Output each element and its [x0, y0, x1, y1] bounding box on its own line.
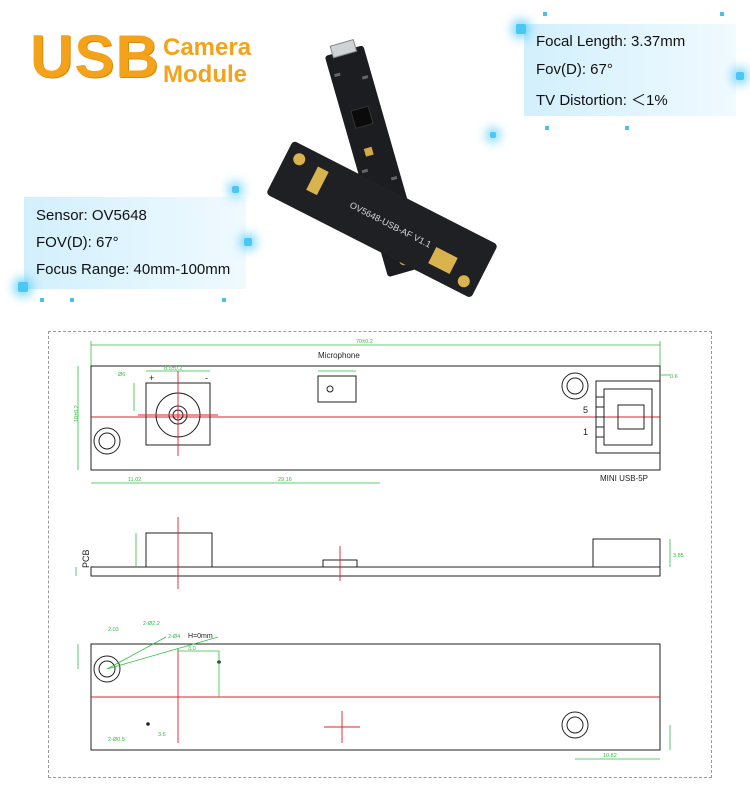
- label-minus: -: [205, 373, 208, 383]
- mini-usb-drawing: 5 1: [583, 380, 661, 454]
- svg-text:2-Ø0.5: 2-Ø0.5: [108, 737, 125, 743]
- dot-decor: [625, 126, 629, 130]
- svg-text:0.6: 0.6: [670, 374, 678, 380]
- svg-text:11.02: 11.02: [128, 477, 141, 483]
- spec-fov-right: Fov(D): 67°: [536, 61, 613, 78]
- mini-usb-port: [329, 39, 358, 59]
- glow-decor: [244, 238, 252, 246]
- label-mini-usb: MINI USB-5P: [600, 474, 648, 483]
- svg-text:2-Ø2.2: 2-Ø2.2: [143, 621, 160, 627]
- title-line-module: Module: [163, 61, 247, 88]
- spec-focal-length: Focal Length: 3.37mm: [536, 33, 686, 50]
- dot-decor: [40, 298, 44, 302]
- dot-decor: [222, 298, 226, 302]
- drawing-frame: [48, 331, 712, 778]
- spec-focus-range: Focus Range: 40mm-100mm: [36, 261, 231, 278]
- microphone-pad: [363, 146, 374, 157]
- dot-decor: [70, 298, 74, 302]
- pin-label-5: 5: [583, 405, 588, 415]
- label-h0: H=0mm: [188, 633, 213, 640]
- svg-text:3.0: 3.0: [188, 646, 196, 652]
- svg-text:2.03: 2.03: [108, 627, 119, 633]
- spec-fov-left: FOV(D): 67°: [36, 234, 119, 251]
- camera-side-outline: [145, 532, 213, 568]
- spec-sensor: Sensor: OV5648: [36, 207, 147, 224]
- spec-tv-distortion: TV Distortion: ＜1%: [536, 92, 668, 109]
- svg-text:10.82: 10.82: [603, 753, 617, 759]
- title-line-camera: Camera: [163, 34, 252, 61]
- glow-decor: [516, 24, 526, 34]
- side-view: PCB 3.85: [75, 517, 684, 589]
- dot-decor: [543, 12, 547, 16]
- usb-board-wide: OV5648-USB-AF V1.1: [267, 141, 497, 297]
- label-microphone: Microphone: [318, 351, 360, 360]
- svg-text:3.5: 3.5: [158, 732, 166, 738]
- usb-side-outline: [592, 538, 661, 568]
- spec-panel-right: Focal Length: 3.37mm Fov(D): 67° TV Dist…: [524, 24, 736, 116]
- bottom-view: 2.03 2-Ø2.2 2-Ø4 H=0mm 3.0 2-Ø0.5 3.5 10…: [77, 621, 671, 760]
- svg-text:3.85: 3.85: [673, 553, 684, 559]
- spec-panel-left: Sensor: OV5648 FOV(D): 67° Focus Range: …: [24, 197, 246, 289]
- svg-text:29.16: 29.16: [278, 477, 292, 483]
- svg-text:Ø6: Ø6: [118, 372, 125, 378]
- technical-drawing: .o { fill:none; stroke:#222; stroke-widt…: [74, 339, 684, 760]
- top-view: 70±0.2 Microphone 10±0.2 + - 8.5±0.2 Ø6: [74, 339, 678, 484]
- label-pcb: PCB: [81, 549, 91, 568]
- pin-label-1: 1: [583, 427, 588, 437]
- board-outline-top: [90, 365, 661, 471]
- svg-text:2-Ø4: 2-Ø4: [168, 634, 180, 640]
- dim-total-length: 70±0.2: [356, 339, 373, 345]
- title-usb: USB: [30, 23, 160, 90]
- title-subtitle: Camera Module: [163, 34, 251, 88]
- svg-text:10±0.2: 10±0.2: [74, 405, 80, 422]
- pcb-side-outline: [90, 566, 661, 577]
- dot-decor: [545, 126, 549, 130]
- dot-decor: [720, 12, 724, 16]
- glow-decor: [18, 282, 28, 292]
- glow-decor: [736, 72, 744, 80]
- svg-text:8.5±0.2: 8.5±0.2: [164, 366, 182, 372]
- glow-decor: [232, 186, 239, 193]
- microphone-outline: [317, 375, 357, 403]
- board-renders: OV5648-USB-AF V1.1: [267, 39, 497, 297]
- glow-decor: [490, 132, 496, 138]
- label-plus: +: [149, 373, 154, 383]
